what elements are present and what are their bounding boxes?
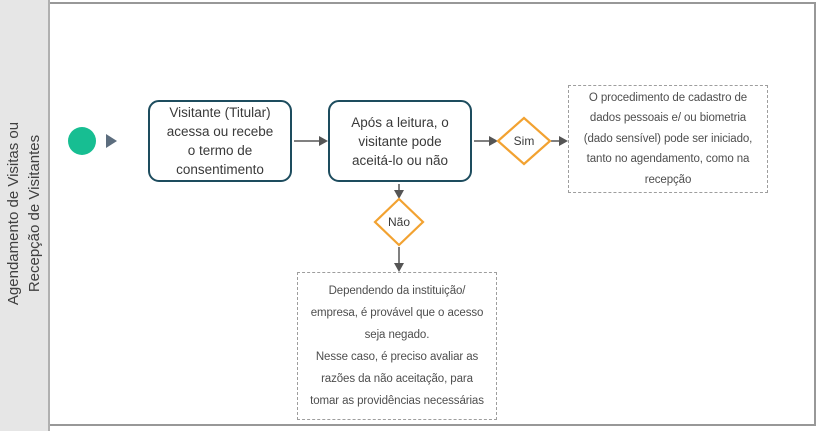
arrowhead-icon [559,136,568,146]
note-text: Dependendo da instituição/ empresa, é pr… [310,285,484,407]
start-arrow-icon [106,134,117,148]
arrowhead-icon [319,136,328,146]
task-label: Após a leitura, o visitante pode aceitá-… [351,114,449,168]
gateway-sim-shape [496,116,552,166]
gateway-nao-label: Não [387,215,410,229]
note-acesso-negado: Dependendo da instituição/ empresa, é pr… [297,272,497,420]
start-event-icon [68,127,96,155]
note-text: O procedimento de cadastro de dados pess… [583,91,753,186]
lane-header: Agendamento de Visitas ou Recepção de Vi… [0,0,50,431]
arrowhead-icon [394,263,404,272]
task-apos-leitura: Após a leitura, o visitante pode aceitá-… [328,100,472,182]
task-visitante-termo: Visitante (Titular) acessa ou recebe o t… [148,100,292,182]
note-cadastro-dados: O procedimento de cadastro de dados pess… [568,85,768,193]
arrowhead-icon [489,136,498,146]
gateway-nao-shape [373,197,425,247]
arrowhead-icon [394,190,404,199]
gateway-sim-label: Sim [513,134,535,148]
task-label: Visitante (Titular) acessa ou recebe o t… [166,105,274,177]
